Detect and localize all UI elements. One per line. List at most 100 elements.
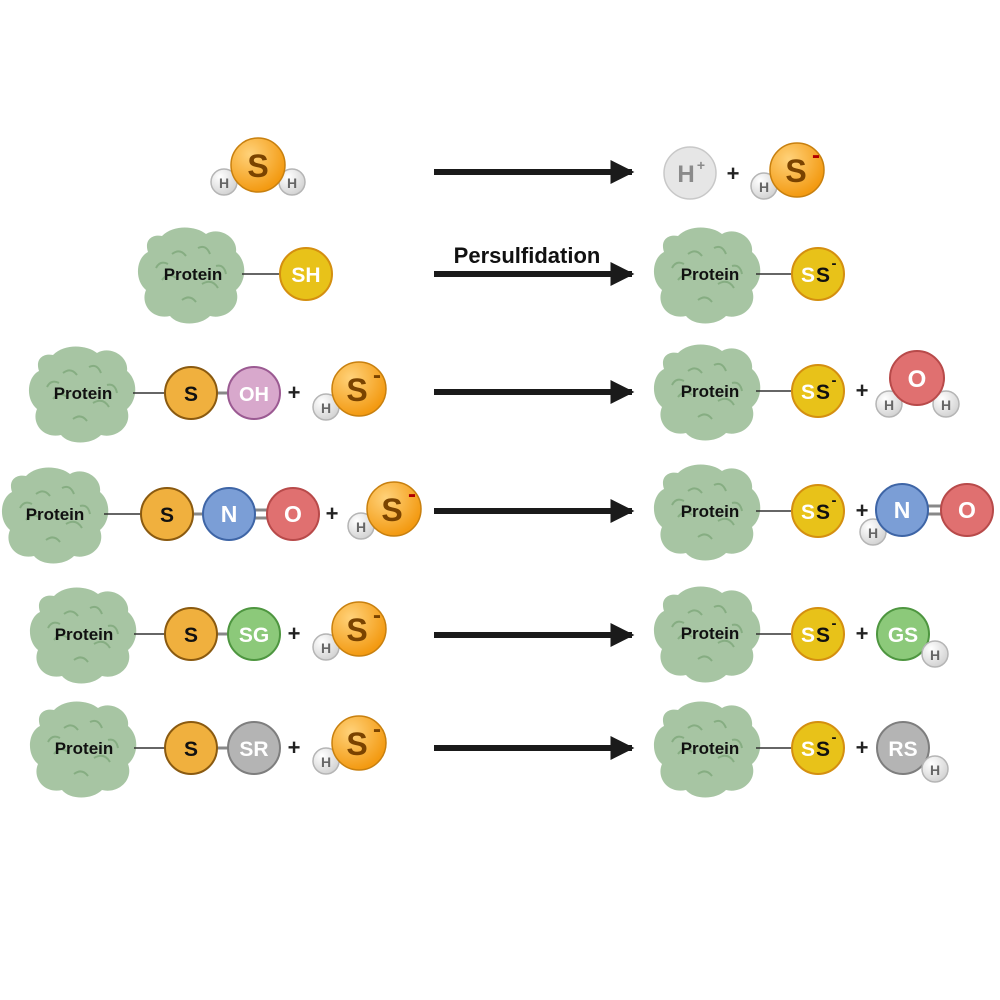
plus-sign: + xyxy=(727,161,740,186)
row-5-reactant: Protein S SG + H S - xyxy=(28,586,387,685)
protein-label: Protein xyxy=(681,739,740,758)
thiol-group xyxy=(279,247,333,301)
row-1-product: H + + H S - xyxy=(663,142,825,200)
row-3-product: Protein S S - + H H O xyxy=(652,343,960,442)
hydrogen-label: H xyxy=(287,175,297,191)
hydrogen-atom xyxy=(921,755,949,783)
row-1-reactant: H H S xyxy=(210,137,306,196)
persulfide-group xyxy=(791,484,845,538)
hydrogen-label: H xyxy=(930,647,940,663)
sulfur-label: S xyxy=(184,738,198,761)
hydrogen-label: H xyxy=(930,762,940,778)
thiol-r-label: SR xyxy=(239,738,268,761)
protein-label: Protein xyxy=(681,265,740,284)
persulfide-s1: S xyxy=(801,264,815,287)
minus-charge: - xyxy=(373,716,381,743)
row-6-reactant: Protein S SR + H S - xyxy=(28,700,387,799)
persulfide-s1: S xyxy=(801,738,815,761)
sulfur-label: S xyxy=(346,726,367,762)
hydroxyl-group xyxy=(227,366,281,420)
sulfur-atom xyxy=(366,481,422,537)
plus-sign: + xyxy=(288,735,301,760)
plus-sign: + xyxy=(288,621,301,646)
oxygen-label: O xyxy=(284,501,302,527)
row-5-product: Protein S S - + GS H xyxy=(652,585,949,684)
proton xyxy=(663,146,717,200)
sulfur-label: S xyxy=(346,612,367,648)
hydrogen-label: H xyxy=(884,397,894,413)
sulfur-atom xyxy=(331,361,387,417)
persulfide-s2: S xyxy=(816,624,830,647)
protein-label: Protein xyxy=(681,502,740,521)
minus-charge: - xyxy=(832,729,837,746)
minus-charge: - xyxy=(832,255,837,272)
hydrogen-atom xyxy=(875,390,903,418)
nitrogen-label: N xyxy=(221,501,238,527)
plus-sign: + xyxy=(288,380,301,405)
minus-charge: - xyxy=(812,142,820,169)
persulfide-group xyxy=(791,721,845,775)
oxygen-atom xyxy=(940,483,994,537)
persulfide-s2: S xyxy=(816,381,830,404)
minus-charge: - xyxy=(373,362,381,389)
hydrogen-label: H xyxy=(941,397,951,413)
persulfide-s2: S xyxy=(816,501,830,524)
protein-label: Protein xyxy=(681,382,740,401)
sulfur-label: S xyxy=(184,383,198,406)
oxygen-atom xyxy=(266,487,320,541)
protein-label: Protein xyxy=(55,625,114,644)
plus-sign: + xyxy=(856,621,869,646)
minus-charge: - xyxy=(832,492,837,509)
sulfur-atom xyxy=(140,487,194,541)
sulfur-label: S xyxy=(247,148,268,184)
thiol-label: SH xyxy=(291,264,320,287)
hydrogen-label: H xyxy=(759,179,769,195)
oxygen-label: O xyxy=(958,497,976,523)
sulfur-label: S xyxy=(346,372,367,408)
proton-charge: + xyxy=(697,157,705,173)
protein-label: Protein xyxy=(164,265,223,284)
plus-sign: + xyxy=(856,498,869,523)
proton-label: H xyxy=(677,161,694,188)
glutathione-label: SG xyxy=(239,624,269,647)
minus-charge: - xyxy=(832,372,837,389)
thiol-r-label: RS xyxy=(888,738,917,761)
glutathione-label: GS xyxy=(888,624,918,647)
persulfide-group xyxy=(791,247,845,301)
sulfur-atom xyxy=(164,607,218,661)
oxygen-atom xyxy=(889,350,945,406)
sulfur-label: S xyxy=(785,153,806,189)
hydrogen-label: H xyxy=(321,640,331,656)
persulfidation-label: Persulfidation xyxy=(454,243,601,268)
minus-charge: - xyxy=(373,602,381,629)
persulfide-group xyxy=(791,364,845,418)
sulfur-label: S xyxy=(381,492,402,528)
plus-sign: + xyxy=(856,378,869,403)
row-4-reactant: Protein S N O + H S - xyxy=(0,466,422,565)
protein-label: Protein xyxy=(681,624,740,643)
plus-sign: + xyxy=(326,501,339,526)
thiol-r-group xyxy=(876,721,930,775)
persulfide-s2: S xyxy=(816,738,830,761)
thiol-r-group xyxy=(227,721,281,775)
sulfur-label: S xyxy=(184,624,198,647)
row-2-reactant: Protein SH xyxy=(136,226,333,325)
persulfide-s1: S xyxy=(801,624,815,647)
persulfide-s1: S xyxy=(801,381,815,404)
row-6-product: Protein S S - + RS H xyxy=(652,700,949,799)
sulfur-atom xyxy=(331,601,387,657)
persulfide-group xyxy=(791,607,845,661)
glutathione-group xyxy=(876,607,930,661)
row-3-reactant: Protein S OH + H S - xyxy=(27,345,387,444)
minus-charge: - xyxy=(832,615,837,632)
minus-charge: - xyxy=(408,481,416,508)
hydrogen-atom xyxy=(859,518,887,546)
protein-label: Protein xyxy=(54,384,113,403)
protein-label: Protein xyxy=(26,505,85,524)
hydrogen-label: H xyxy=(219,175,229,191)
hydrogen-atom xyxy=(921,640,949,668)
hydrogen-label: H xyxy=(868,525,878,541)
plus-sign: + xyxy=(856,735,869,760)
nitrogen-atom xyxy=(202,487,256,541)
hydrogen-label: H xyxy=(321,754,331,770)
